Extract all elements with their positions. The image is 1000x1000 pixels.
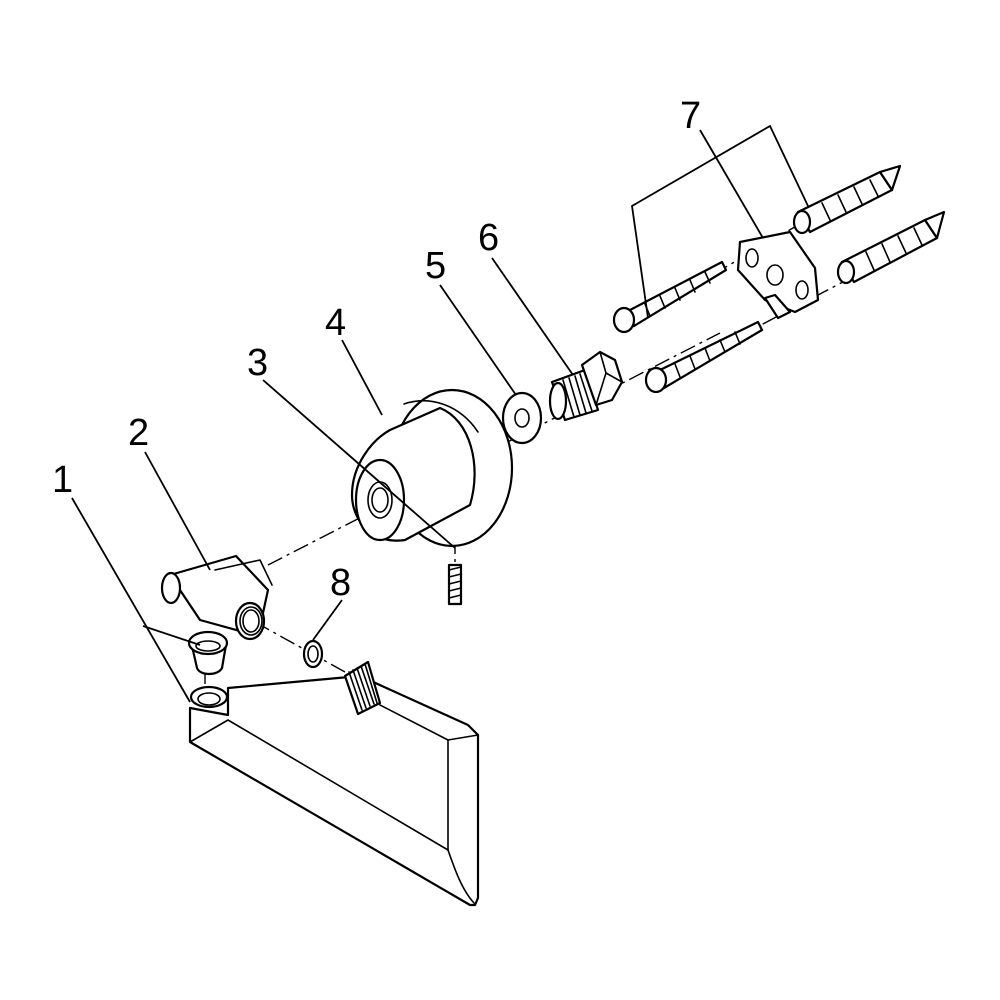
part-7-mounting-kit bbox=[612, 164, 946, 394]
callout-labels: 1 2 3 4 5 6 7 8 bbox=[52, 95, 701, 604]
callout-6: 6 bbox=[478, 217, 499, 259]
part-6-threaded-stud bbox=[548, 350, 624, 422]
callout-8: 8 bbox=[330, 562, 351, 604]
part-2-t-connector bbox=[160, 554, 273, 641]
part-8-o-ring bbox=[302, 639, 324, 669]
part-4-rosette bbox=[350, 388, 514, 548]
callout-3: 3 bbox=[247, 342, 268, 384]
callout-4: 4 bbox=[325, 302, 346, 344]
callout-1: 1 bbox=[52, 459, 73, 501]
callout-7: 7 bbox=[680, 95, 701, 137]
part-1-holder-bar bbox=[188, 660, 480, 907]
callout-5: 5 bbox=[425, 245, 446, 287]
callout-2: 2 bbox=[128, 412, 149, 454]
part-5-washer bbox=[501, 391, 543, 445]
leader-lines bbox=[71, 124, 809, 703]
part-1-end-cap bbox=[187, 630, 229, 676]
part-3-grub-screw bbox=[447, 563, 463, 606]
